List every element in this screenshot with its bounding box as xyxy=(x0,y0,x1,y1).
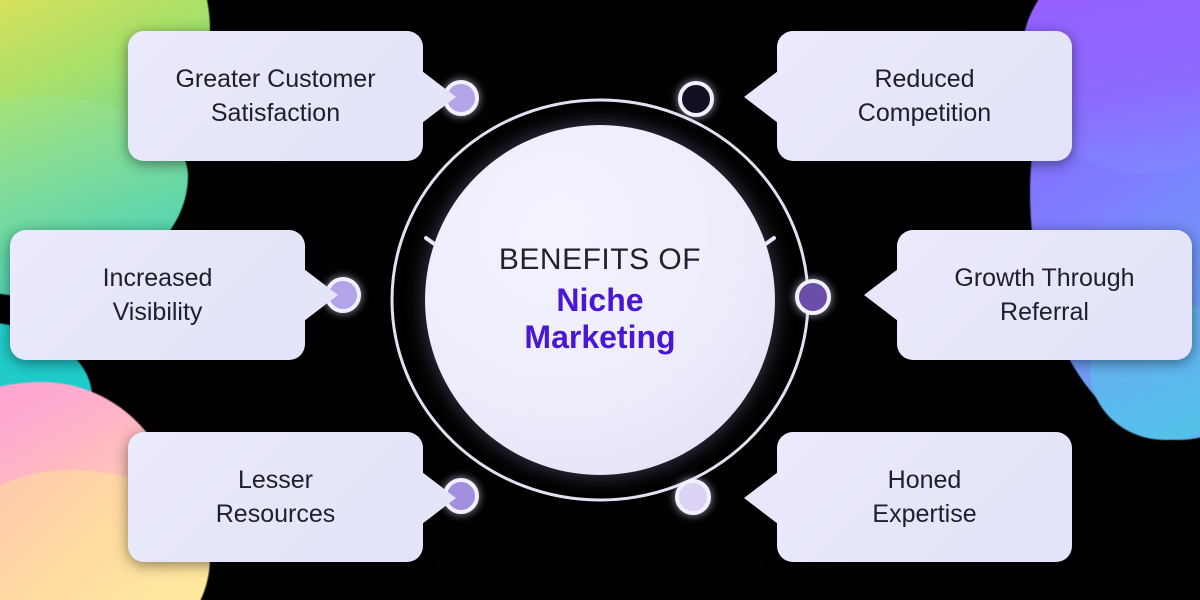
core-title-word-2: Marketing xyxy=(524,319,676,356)
node-dot-honed-expertise[interactable] xyxy=(675,479,711,515)
benefit-card-reduced-competition[interactable]: Reduced Competition xyxy=(744,31,1072,161)
callout-tail-icon xyxy=(744,472,778,524)
benefit-label-line-2: Satisfaction xyxy=(210,99,341,127)
core-title-word-1: Niche xyxy=(556,281,644,318)
benefit-label-line-1: Honed xyxy=(887,465,962,494)
benefit-label-line-1: Growth Through xyxy=(954,263,1135,292)
benefit-label-line-2: Competition xyxy=(857,99,992,127)
callout-tail-icon xyxy=(304,269,338,321)
benefit-card-honed-expertise[interactable]: Honed Expertise xyxy=(744,432,1072,562)
benefit-label-line-1: Increased xyxy=(102,263,213,292)
node-dot-reduced-competition[interactable] xyxy=(678,81,714,117)
benefit-label-line-2: Referral xyxy=(1000,298,1089,326)
callout-tail-icon xyxy=(864,269,898,321)
benefit-label-line-1: Lesser xyxy=(237,465,314,494)
core-title-prefix: BENEFITS OF xyxy=(498,243,702,276)
benefit-card-growth-through-referral[interactable]: Growth Through Referral xyxy=(864,230,1192,360)
benefit-card-lesser-resources[interactable]: Lesser Resources xyxy=(128,432,456,562)
benefit-label-line-1: Greater Customer xyxy=(175,64,376,93)
benefit-card-increased-visibility[interactable]: Increased Visibility xyxy=(10,230,338,360)
core-circle: BENEFITS OF Niche Marketing xyxy=(425,125,775,475)
callout-tail-icon xyxy=(422,71,456,123)
callout-tail-icon xyxy=(744,71,778,123)
centre-hub: BENEFITS OF Niche Marketing xyxy=(325,65,860,535)
benefit-label-line-1: Reduced xyxy=(874,64,975,93)
benefit-card-greater-customer-satisfaction[interactable]: Greater Customer Satisfaction xyxy=(128,31,456,161)
benefit-label-line-2: Expertise xyxy=(872,500,977,528)
benefit-label-line-2: Resources xyxy=(215,500,336,528)
benefit-label-line-2: Visibility xyxy=(112,298,203,326)
node-dot-growth-through-referral[interactable] xyxy=(795,279,831,315)
callout-tail-icon xyxy=(422,472,456,524)
